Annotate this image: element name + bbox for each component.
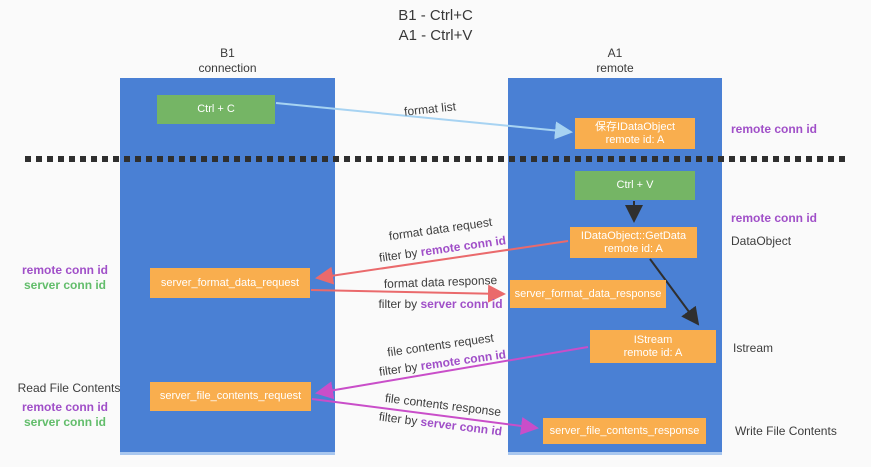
lane-header-b1: B1 connection <box>120 46 335 76</box>
node-file-response-label: server_file_contents_response <box>549 424 700 437</box>
node-istream-line2: remote id: A <box>623 346 683 359</box>
node-server-format-data-response: server_format_data_response <box>510 280 666 308</box>
node-save-idataobject-line1: 保存IDataObject <box>594 120 676 133</box>
filter-by-text: filter by <box>378 359 419 379</box>
annotation-remote-conn-id-top: remote conn id <box>731 122 818 136</box>
annotation-conn-ids-left: remote conn id server conn id <box>15 263 115 293</box>
dashed-divider <box>25 156 847 162</box>
node-save-idataobject: 保存IDataObject remote id: A <box>575 118 695 149</box>
node-server-format-data-request: server_format_data_request <box>150 268 310 298</box>
node-getdata-line1: IDataObject::GetData <box>580 229 687 242</box>
node-save-idataobject-line2: remote id: A <box>605 133 665 146</box>
filter-by-text: filter by <box>378 245 419 265</box>
arrow-format-data-response <box>310 284 506 303</box>
lane-b1-name: B1 <box>220 46 235 60</box>
node-ctrl-v-label: Ctrl + V <box>616 179 654 191</box>
lane-b1-subtitle: connection <box>198 61 257 75</box>
label-format-list: format list <box>403 99 457 119</box>
annotation-server-conn-id-left: server conn id <box>23 278 107 292</box>
node-server-file-contents-response: server_file_contents_response <box>543 418 706 444</box>
annotation-istream: Istream <box>733 341 774 355</box>
label-format-data-response: format data response <box>383 273 498 291</box>
annotation-conn-ids-left-bottom: remote conn id server conn id <box>15 400 115 430</box>
annotation-remote-conn-id-mid: remote conn id <box>731 211 818 225</box>
node-format-request-label: server_format_data_request <box>160 276 300 289</box>
annotation-remote-conn-id-left: remote conn id <box>21 263 108 277</box>
annotation-server-conn-id-left-bottom: server conn id <box>23 415 107 429</box>
node-istream-line1: IStream <box>633 333 673 346</box>
node-format-response-label: server_format_data_response <box>514 287 662 300</box>
filter-by-text: filter by <box>378 409 419 429</box>
annotation-remote-conn-id-left-bottom: remote conn id <box>21 400 108 414</box>
node-ctrl-v: Ctrl + V <box>575 171 695 200</box>
node-ctrl-c-label: Ctrl + C <box>197 103 235 115</box>
lane-a1-subtitle: remote <box>596 61 634 75</box>
annotation-write-file-contents: Write File Contents <box>735 424 837 438</box>
node-server-file-contents-request: server_file_contents_request <box>150 382 311 411</box>
annotation-dataobject: DataObject <box>731 234 792 248</box>
server-conn-id-text: server conn id <box>419 414 503 439</box>
lane-a1-name: A1 <box>607 46 623 60</box>
node-idataobject-getdata: IDataObject::GetData remote id: A <box>570 227 697 258</box>
node-istream: IStream remote id: A <box>590 330 716 363</box>
title-line-1: B1 - Ctrl+C <box>398 7 473 24</box>
server-conn-id-text: server conn id <box>420 297 503 311</box>
annotation-read-file-contents: Read File Contents <box>17 381 121 395</box>
label-filter-server-1: filter by server conn id <box>378 297 503 311</box>
node-getdata-line2: remote id: A <box>604 242 663 255</box>
lane-header-a1: A1 remote <box>508 46 722 76</box>
node-ctrl-c: Ctrl + C <box>157 95 275 124</box>
node-file-request-label: server_file_contents_request <box>159 390 302 402</box>
diagram-title: B1 - Ctrl+C A1 - Ctrl+V <box>0 6 871 46</box>
filter-by-text: filter by <box>378 297 418 311</box>
title-line-2: A1 - Ctrl+V <box>398 27 473 44</box>
